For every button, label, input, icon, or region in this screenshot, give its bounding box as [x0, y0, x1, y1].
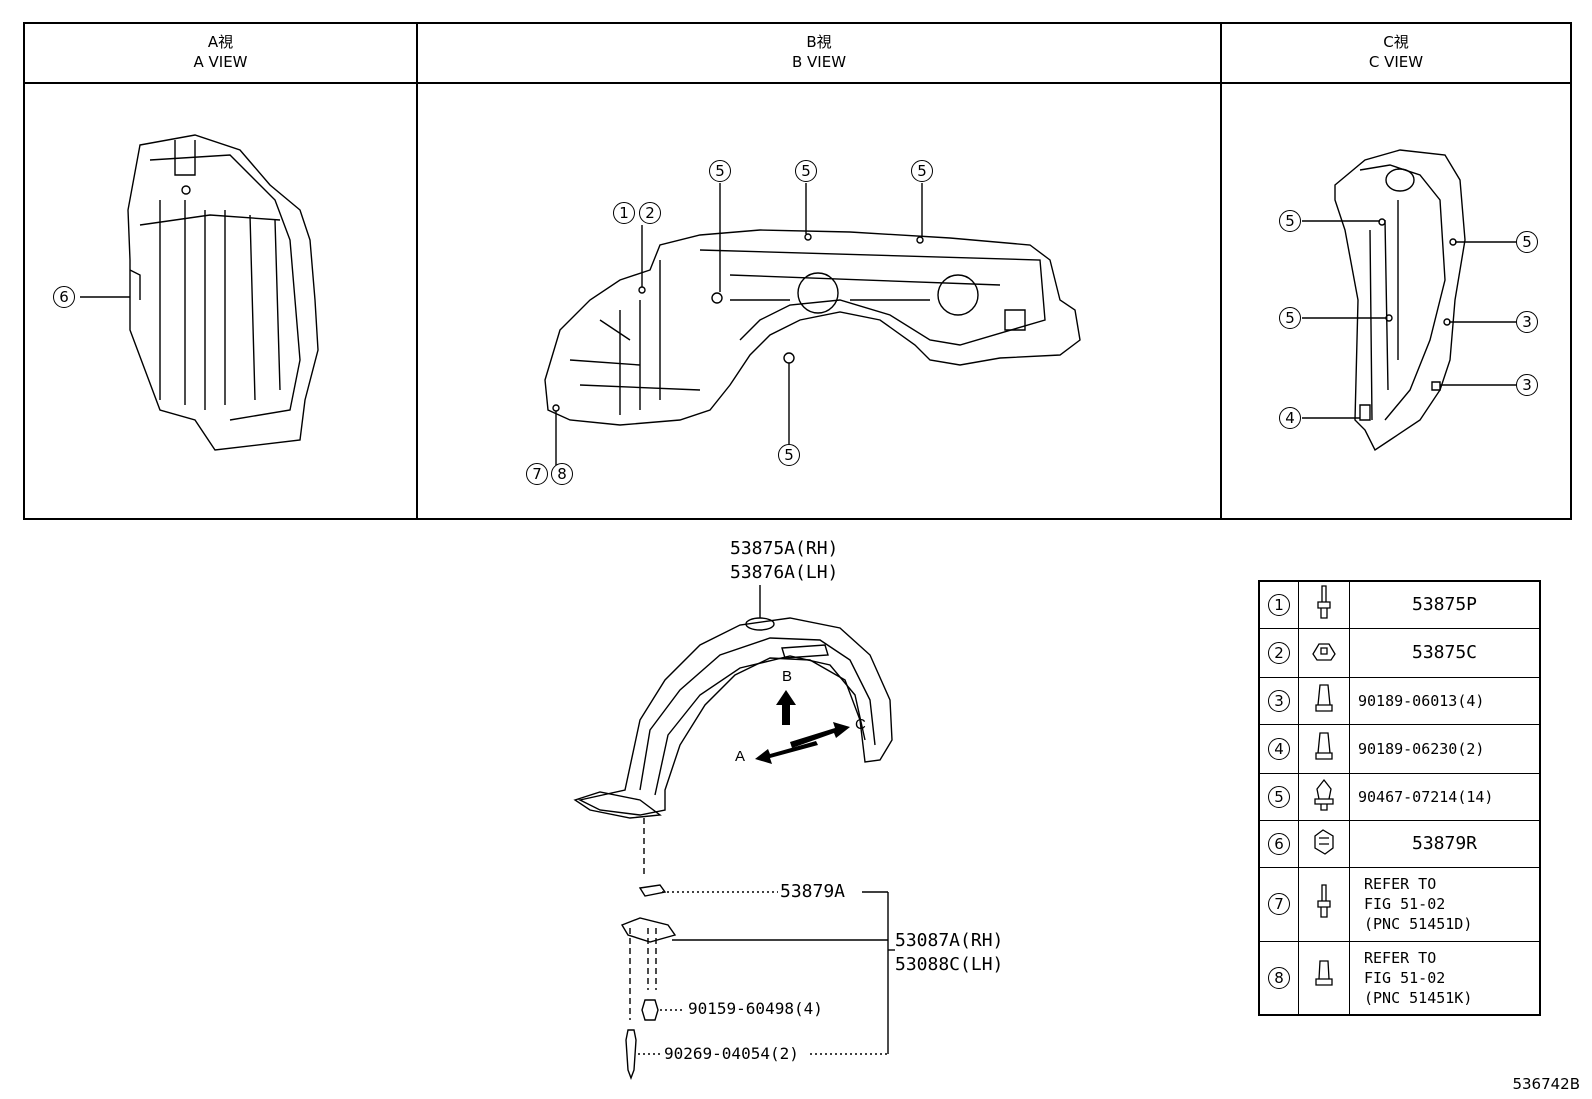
legend-ref-line2: FIG 51-02	[1364, 968, 1446, 987]
c-view-liner-drawing	[1334, 149, 1466, 452]
legend-row: 6 53879R	[1258, 819, 1541, 868]
legend-ref-line3: (PNC 51451D)	[1364, 915, 1473, 933]
bolt-drawing	[641, 999, 659, 1021]
main-liner-drawing	[573, 617, 893, 819]
arrow-c	[790, 722, 850, 748]
legend-num: 4	[1268, 737, 1290, 760]
callout-8-b-view: 8	[551, 463, 573, 485]
legend-num: 3	[1268, 689, 1290, 712]
part-rivet: 90269-04054(2)	[664, 1044, 799, 1063]
c-view-header: C視 C VIEW	[1222, 24, 1570, 84]
arrow-label-a: A	[735, 748, 746, 765]
callout-3-c-view-b: 3	[1516, 374, 1538, 396]
legend-row: 5 90467-07214(14)	[1258, 772, 1541, 821]
arrow-b	[776, 690, 796, 725]
callout-5-c-view-c: 5	[1516, 231, 1538, 253]
b-view-title-en: B VIEW	[791, 53, 847, 71]
bolt-icon	[1317, 585, 1331, 619]
legend-row: 8 REFER TO FIG 51-02 (PNC 51451K)	[1258, 940, 1541, 1016]
legend-row: 1 53875P	[1258, 580, 1541, 629]
callout-5-c-view-b: 5	[1279, 307, 1301, 329]
legend-part: 53875P	[1349, 580, 1541, 629]
legend-part: 90189-06013(4)	[1349, 676, 1541, 725]
callout-5-b-view-c: 5	[911, 160, 933, 182]
figure-id: 536742B	[1512, 1075, 1580, 1093]
spring-clip-icon	[1314, 828, 1334, 855]
callout-5-b-view-a: 5	[709, 160, 731, 182]
legend-num: 7	[1268, 893, 1290, 915]
view-direction-arrows	[755, 690, 850, 764]
clip-icon	[1315, 731, 1333, 760]
callout-1-b-view: 1	[613, 202, 635, 224]
c-view-title-jp: C視	[1383, 33, 1409, 51]
a-view-liner-drawing	[127, 134, 319, 451]
callout-5-c-view-a: 5	[1279, 210, 1301, 232]
seal-drawing	[620, 917, 677, 943]
part-bracket: 53879A	[780, 881, 846, 902]
legend-row: 2 53875C	[1258, 627, 1541, 678]
a-view-title-en: A VIEW	[193, 53, 248, 71]
part-liner-lh: 53876A(LH)	[730, 562, 839, 583]
callout-7-b-view: 7	[526, 463, 548, 485]
legend-num: 6	[1268, 832, 1290, 855]
legend-part: 90189-06230(2)	[1349, 723, 1541, 774]
b-view-title-jp: B視	[806, 33, 832, 51]
b-view-header: B視 B VIEW	[418, 24, 1220, 84]
rivet-drawing	[625, 1029, 637, 1080]
legend-ref-line1: REFER TO	[1364, 875, 1437, 893]
legend-num: 1	[1268, 593, 1290, 616]
part-bolt: 90159-60498(4)	[688, 999, 823, 1018]
legend-ref-line2: FIG 51-02	[1364, 895, 1446, 913]
part-liner-rh: 53875A(RH)	[730, 538, 839, 559]
screw-icon	[1315, 960, 1333, 986]
legend-row: 3 90189-06013(4)	[1258, 676, 1541, 725]
clip-icon	[1315, 683, 1333, 712]
legend-num: 5	[1268, 785, 1290, 808]
legend-part: 53875C	[1349, 627, 1541, 678]
bracket-drawing	[638, 884, 667, 897]
legend-row: 4 90189-06230(2)	[1258, 723, 1541, 774]
legend-ref-line1: REFER TO	[1364, 948, 1437, 967]
push-clip-icon	[1314, 778, 1334, 811]
callout-6-a-view: 6	[53, 286, 75, 308]
nut-clip-icon	[1312, 642, 1336, 661]
legend-num: 8	[1268, 966, 1290, 989]
legend-ref-line3: (PNC 51451K)	[1364, 988, 1473, 1007]
arrow-a	[755, 741, 818, 764]
b-view-liner-drawing	[544, 229, 1081, 426]
legend-row: 7 REFER TO FIG 51-02 (PNC 51451D)	[1258, 866, 1541, 942]
fastener-legend-table: 1 53875P 2 53875C 3 90189-06013(4) 4 901…	[1258, 580, 1541, 1016]
a-view-header: A視 A VIEW	[25, 24, 416, 84]
part-seal-lh: 53088C(LH)	[895, 954, 1004, 975]
legend-part: 53879R	[1349, 819, 1541, 868]
callout-5-b-view-d: 5	[778, 444, 800, 466]
arrow-label-c: C	[855, 716, 866, 733]
callout-5-b-view-b: 5	[795, 160, 817, 182]
bolt-icon	[1317, 884, 1331, 918]
callout-4-c-view: 4	[1279, 407, 1301, 429]
legend-num: 2	[1268, 641, 1290, 664]
callout-3-c-view-a: 3	[1516, 311, 1538, 333]
a-view-title-jp: A視	[207, 33, 234, 51]
part-seal-rh: 53087A(RH)	[895, 930, 1004, 951]
c-view-title-en: C VIEW	[1368, 53, 1424, 71]
legend-part: 90467-07214(14)	[1349, 772, 1541, 821]
callout-2-b-view: 2	[639, 202, 661, 224]
arrow-label-b: B	[782, 668, 793, 685]
c-view-panel: C視 C VIEW	[1220, 22, 1572, 520]
